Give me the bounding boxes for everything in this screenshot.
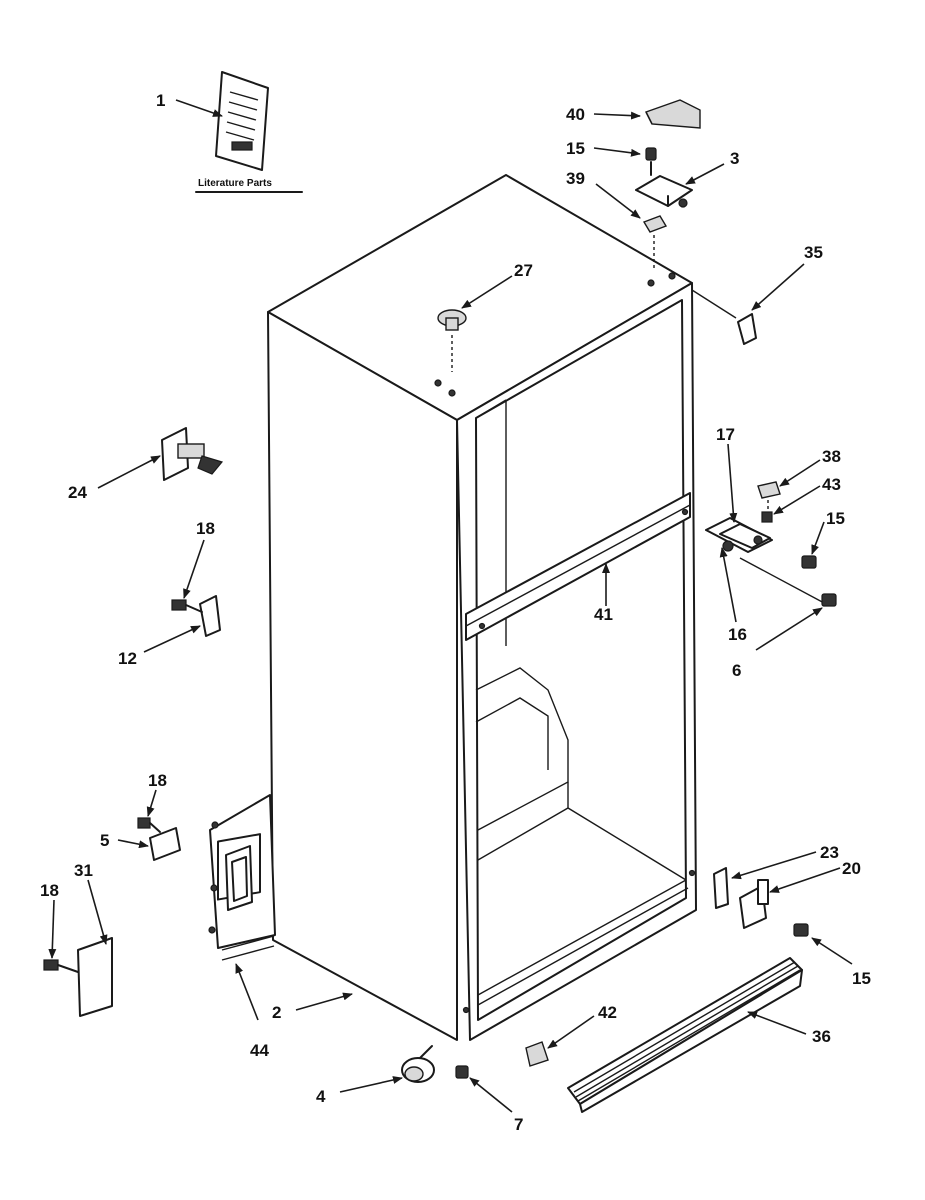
lower-hinge-screw [793, 923, 809, 937]
callout-20: 20 [842, 859, 861, 878]
cabinet-body [267, 174, 697, 1041]
hinge-pin-cover [691, 289, 757, 345]
callout-23: 23 [820, 843, 839, 862]
center-hinge-washer [757, 481, 781, 520]
leveling-leg [401, 1045, 435, 1083]
leveling-screw [455, 1065, 469, 1079]
callout-7: 7 [514, 1115, 523, 1134]
callout-labels: 1 40 15 3 39 35 27 24 18 12 17 38 43 15 … [40, 91, 871, 1134]
callout-3: 3 [730, 149, 739, 168]
lower-hinge [739, 879, 769, 929]
callout-38: 38 [822, 447, 841, 466]
toe-grille [567, 957, 803, 1113]
center-hinge-assembly [705, 517, 827, 605]
lower-hinge-shim [713, 867, 729, 909]
callout-17: 17 [716, 425, 735, 444]
hinge-shim [642, 215, 668, 270]
callout-40: 40 [566, 105, 585, 124]
cabinet-top-plug [437, 309, 467, 372]
callout-36: 36 [812, 1027, 831, 1046]
callout-31: 31 [74, 861, 93, 880]
callout-12: 12 [118, 649, 137, 668]
lower-left-bracket [137, 817, 181, 861]
callout-18-upper: 18 [196, 519, 215, 538]
center-hinge-spacer [761, 511, 773, 523]
center-hinge-screw [801, 555, 817, 569]
callout-2: 2 [272, 1003, 281, 1022]
callout-5: 5 [100, 831, 109, 850]
left-hinge-bracket [171, 595, 221, 637]
callout-15-top: 15 [566, 139, 585, 158]
literature-parts-booklet [195, 71, 303, 193]
machine-compartment-cover [208, 794, 276, 961]
grille-clip [525, 1041, 549, 1067]
callout-4: 4 [316, 1087, 326, 1106]
callout-44: 44 [250, 1041, 269, 1060]
top-hinge-screw [645, 147, 657, 176]
top-hinge-cover [645, 99, 701, 129]
callout-18-bottom: 18 [40, 881, 59, 900]
callout-1: 1 [156, 91, 165, 110]
callout-43: 43 [822, 475, 841, 494]
callout-18-lower: 18 [148, 771, 167, 790]
callout-15-mid: 15 [826, 509, 845, 528]
callout-16: 16 [728, 625, 747, 644]
literature-caption: Literature Parts [198, 178, 272, 189]
top-hinge [635, 175, 693, 208]
callout-15-bottom: 15 [852, 969, 871, 988]
callout-35: 35 [804, 243, 823, 262]
callout-41: 41 [594, 605, 613, 624]
callout-39: 39 [566, 169, 585, 188]
callout-27: 27 [514, 261, 533, 280]
callout-42: 42 [598, 1003, 617, 1022]
cover-plate [43, 937, 113, 1017]
hinge-screw-6 [821, 593, 837, 607]
door-stop [161, 427, 224, 481]
leader-lines [48, 99, 853, 1113]
callout-24: 24 [68, 483, 87, 502]
callout-6: 6 [732, 661, 741, 680]
